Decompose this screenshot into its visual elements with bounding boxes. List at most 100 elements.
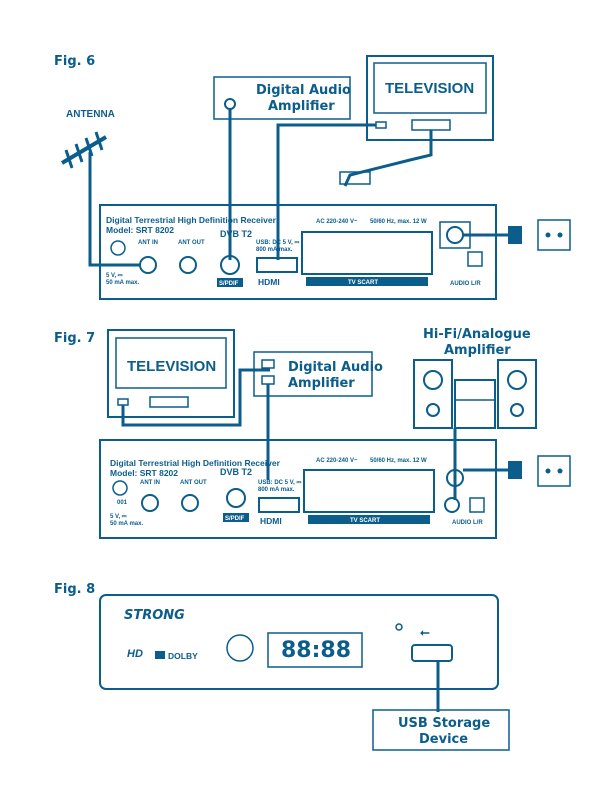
fig7-ant-in-label: ANT IN [140, 480, 160, 486]
fig6-usb-current: 800 mA max. [256, 247, 293, 253]
fig6-ant-out-label: ANT OUT [178, 240, 205, 246]
fig7-amp-line2: Amplifier [288, 376, 355, 391]
fig7-power-plug [508, 461, 522, 479]
fig7-amp-port-b [261, 375, 275, 385]
fig6-hdmi-cable [276, 123, 376, 260]
fig6-spdif-port [220, 255, 240, 275]
fig7-tv-frame [107, 329, 235, 418]
fig7-label: Fig. 7 [54, 331, 95, 346]
fig6-dvb-logo: DVB T2 [220, 229, 252, 239]
fig8-led-display [267, 632, 363, 668]
fig7-audio-label: AUDIO L/R [452, 520, 483, 526]
fig6-power-inlet [446, 226, 464, 244]
fig6-audio-label: AUDIO L/R [450, 281, 481, 287]
fig7-power-inlet [446, 469, 464, 487]
fig7-spdif-badge [223, 513, 249, 522]
fig7-dvb-logo: DVB T2 [220, 467, 252, 477]
fig6-receiver-back [99, 204, 497, 300]
fig7-tv-scart-port [149, 396, 189, 408]
fig8-brand-logo: STRONG [124, 608, 185, 623]
fig7-audio-port-b [469, 497, 485, 513]
fig6-label: Fig. 6 [54, 54, 95, 69]
fig7-hifi-unit-icon [454, 379, 496, 429]
fig7-receiver-back [99, 439, 497, 539]
fig8-power-button [226, 634, 254, 662]
fig6-recycle-icon [110, 240, 126, 256]
fig7-tv-hdmi-port [117, 398, 129, 406]
fig8-dolby-icon [155, 651, 165, 659]
fig7-ant-power: 5 V, ⎓ [110, 514, 127, 520]
fig6-hdmi-port [256, 257, 298, 273]
fig6-audio-port [467, 251, 483, 267]
fig6-spdif-label: S/PDIF [219, 281, 239, 287]
antenna-cable [88, 152, 140, 267]
fig6-amp-coax-port [224, 98, 236, 110]
fig7-freq-spec: 50/60 Hz, max. 12 W [370, 458, 427, 464]
fig7-hdmi-label: HDMI [260, 516, 282, 526]
fig7-wall-outlet-icon [537, 455, 571, 487]
fig7-ant-current: 50 mA max. [110, 521, 143, 527]
fig6-ant-current: 50 mA max. [106, 280, 139, 286]
fig6-tv-hdmi-port [375, 121, 387, 129]
fig6-power-plug [508, 226, 522, 244]
fig7-hifi-line2: Amplifier [444, 343, 511, 358]
fig8-dolby-label: DOLBY [168, 651, 198, 661]
fig7-spdif-label: S/PDIF [225, 516, 245, 522]
fig6-scart-bar [306, 277, 428, 286]
fig6-receiver-model: Model: SRT 8202 [106, 225, 174, 235]
fig8-label: Fig. 8 [54, 582, 95, 597]
fig7-ant-out-label: ANT OUT [180, 480, 207, 486]
fig8-usb-line1: USB Storage [398, 716, 490, 731]
antenna-icon [60, 131, 108, 169]
fig7-amp-port-a [261, 359, 275, 369]
fig7-hdmi-port [258, 497, 300, 513]
fig6-wall-outlet-icon [537, 219, 571, 251]
fig8-usb-port [411, 644, 453, 662]
fig7-tv-screen [115, 337, 227, 389]
fig7-amp-line1: Digital Audio [288, 360, 383, 375]
fig7-hifi-line1: Hi-Fi/Analogue [423, 327, 531, 342]
fig8-display-text: 88:88 [281, 638, 351, 663]
fig8-receiver-front [99, 594, 499, 690]
fig6-freq-spec: 50/60 Hz, max. 12 W [370, 219, 427, 225]
fig6-scart-label: TV SCART [348, 280, 378, 286]
fig6-hdmi-label: HDMI [258, 277, 280, 287]
fig6-power-spec: AC 220-240 V~ [316, 219, 358, 225]
fig7-power-spec: AC 220-240 V~ [316, 458, 358, 464]
fig6-amp-line2: Amplifier [268, 99, 335, 114]
fig6-tv-scart-port [411, 119, 451, 131]
fig6-usb-spec: USB: DC 5 V, ⎓ [256, 240, 299, 246]
fig6-ant-in-label: ANT IN [138, 240, 158, 246]
fig8-hd-logo: HD [127, 648, 143, 660]
fig6-tv-label: TELEVISION [385, 80, 474, 97]
antenna-label: ANTENNA [66, 109, 115, 120]
fig8-usb-device-box [372, 709, 510, 751]
fig6-tv-screen [373, 62, 487, 114]
fig7-speaker-right-icon [497, 359, 537, 429]
fig7-recycle-icon [112, 480, 128, 496]
fig6-ant-out-port [179, 256, 197, 274]
fig7-speaker-left-icon [413, 359, 453, 429]
fig8-usb-line2: Device [419, 732, 468, 747]
fig7-amp-box [253, 351, 373, 397]
fig7-receiver-title: Digital Terrestrial High Definition Rece… [110, 458, 281, 468]
fig7-tv-label: TELEVISION [127, 358, 216, 375]
fig6-ant-in-port [139, 256, 157, 274]
fig7-ant-out-port [181, 494, 199, 512]
fig7-scart-label: TV SCART [350, 518, 380, 524]
usb-icon: ⭠ [420, 625, 430, 639]
fig7-hdmi-cable [121, 368, 270, 427]
fig6-ant-power: 5 V, ⎓ [106, 273, 123, 279]
fig6-amp-line1: Digital Audio [256, 83, 351, 98]
fig6-scart-port [301, 231, 433, 275]
fig6-receiver-title: Digital Terrestrial High Definition Rece… [106, 215, 277, 225]
fig7-scart-bar [308, 515, 430, 524]
fig7-code: 001 [117, 500, 128, 506]
fig6-amp-box [213, 76, 351, 120]
fig7-audio-port [444, 497, 460, 513]
fig6-spdif-badge [217, 278, 243, 287]
fig7-ant-in-port [141, 494, 159, 512]
fig6-scart-plug [339, 171, 371, 185]
fig6-scart-cable [343, 130, 433, 187]
